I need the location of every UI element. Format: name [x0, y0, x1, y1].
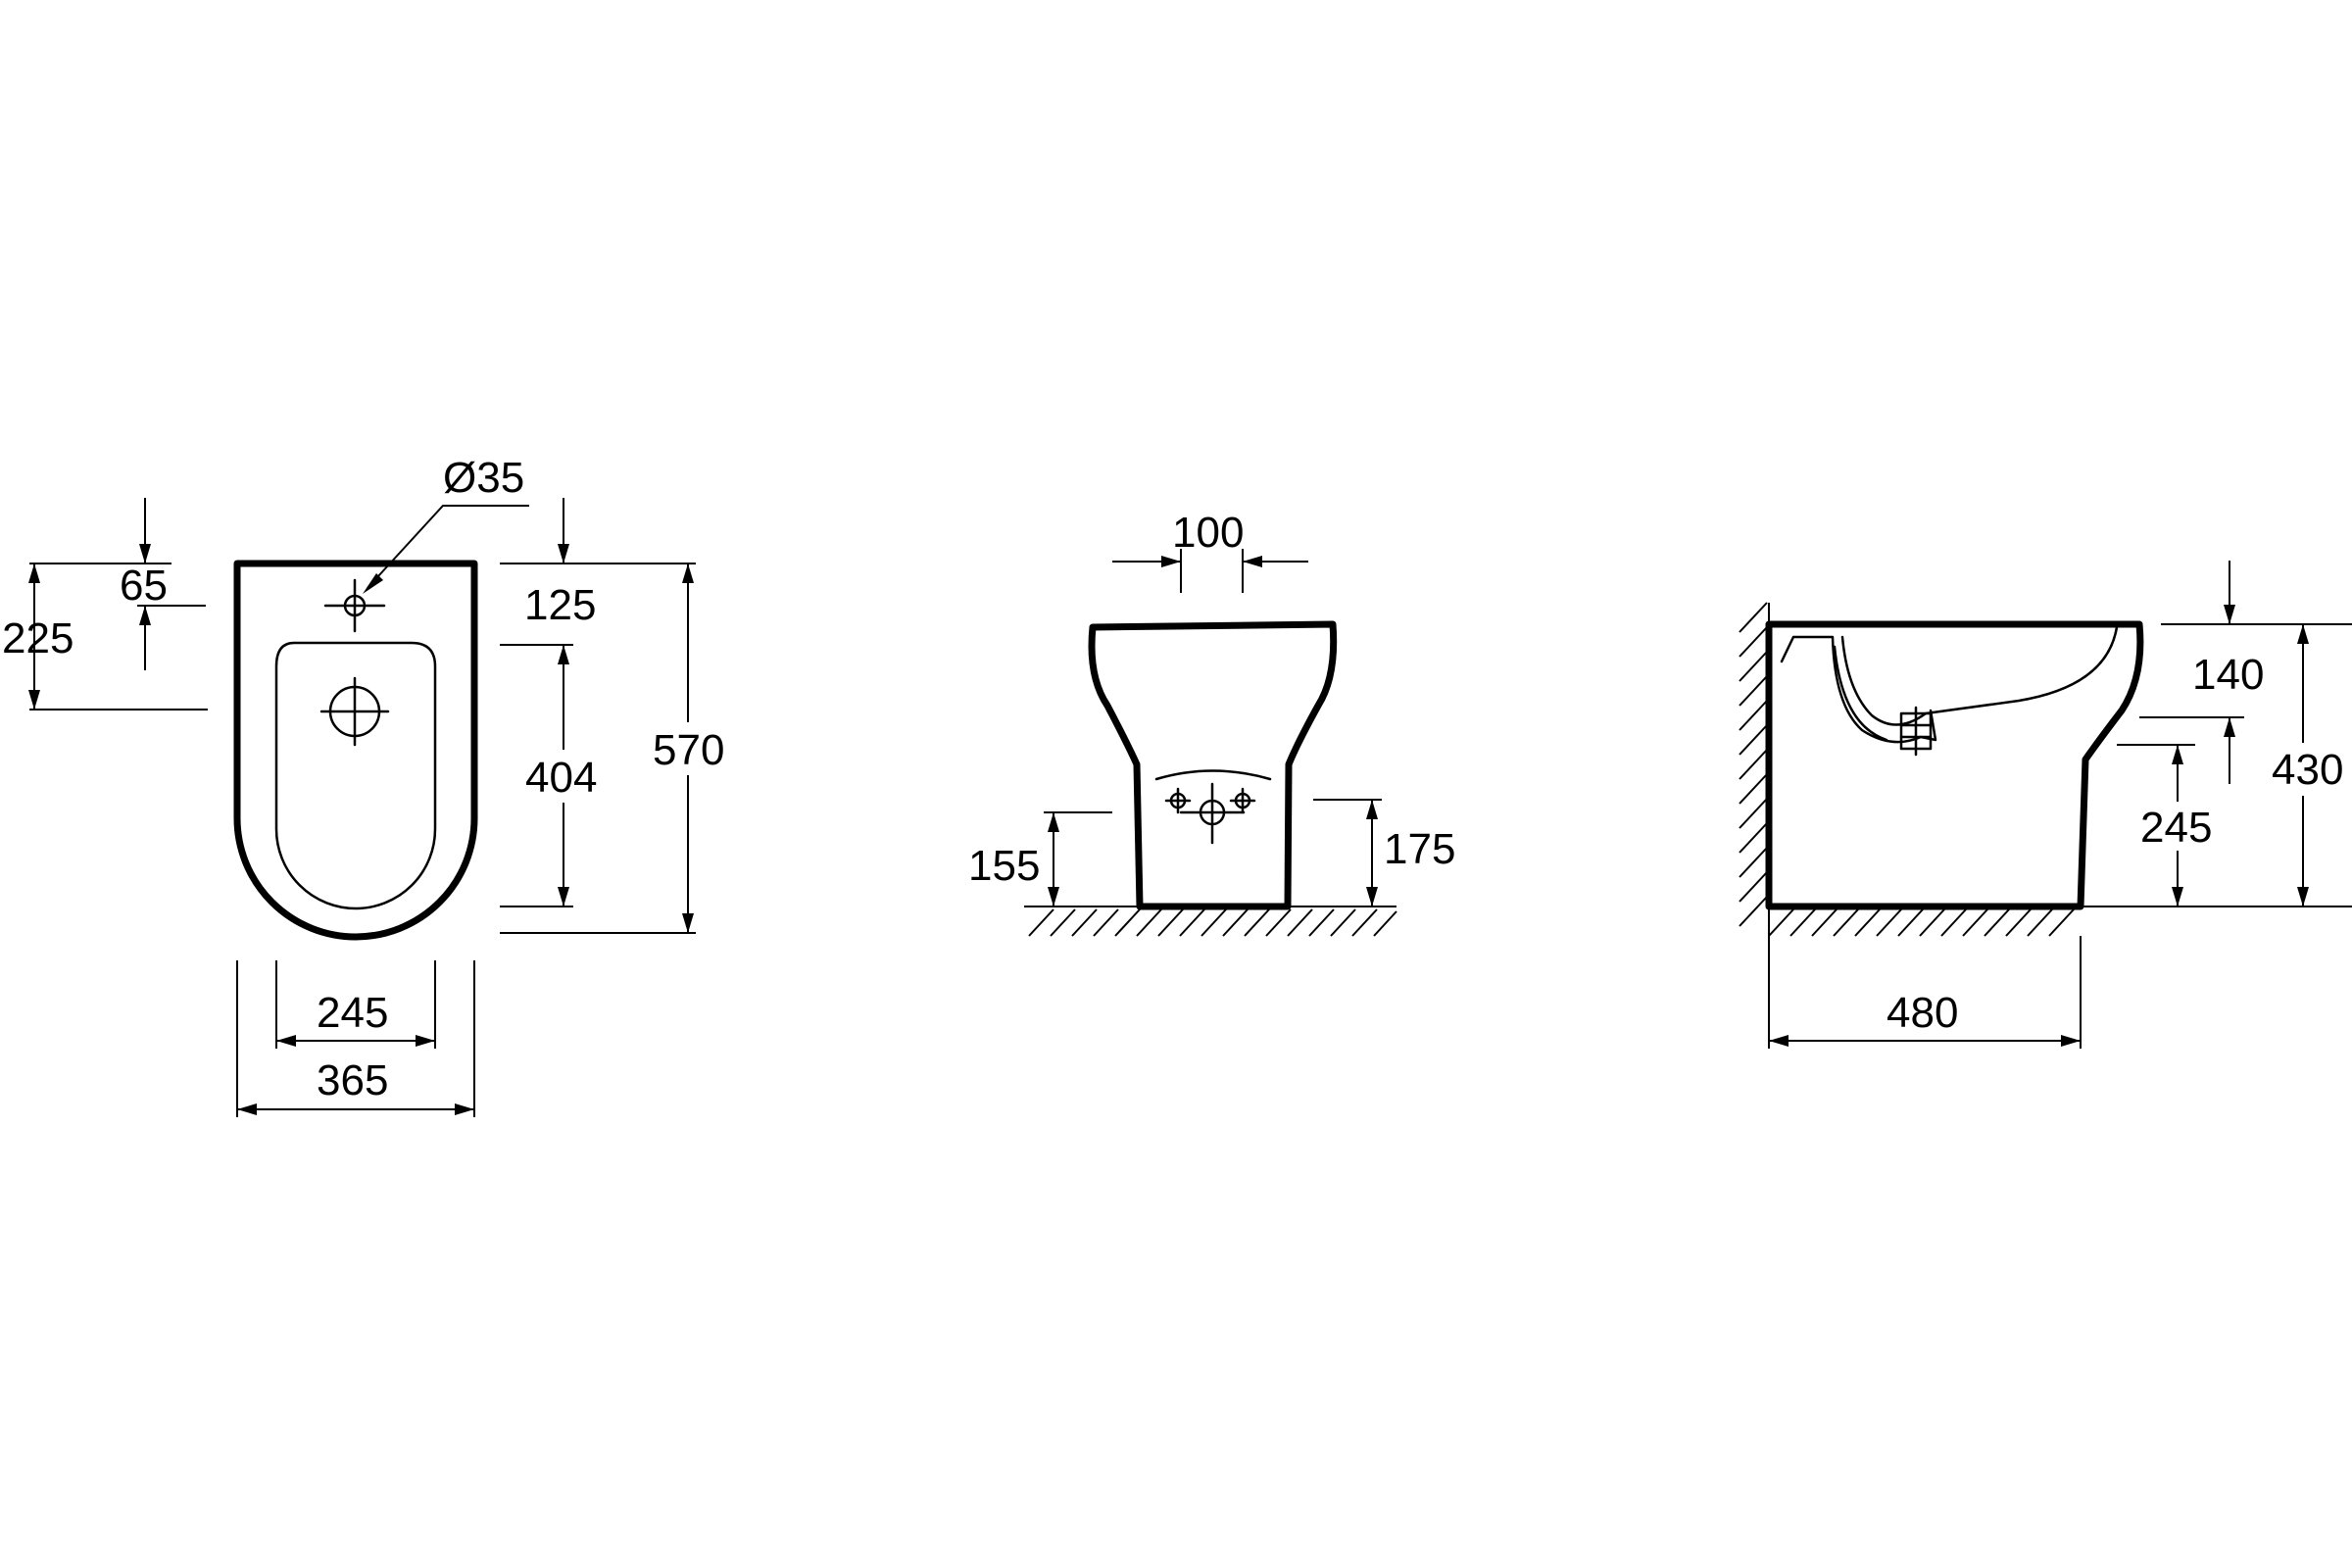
- side-view-wall: [1739, 602, 1770, 936]
- dimension-65: 65: [29, 498, 206, 670]
- front-view-fixing-right: [1229, 787, 1256, 814]
- side-view-floor: [1768, 906, 2352, 937]
- top-view-bowl-outline: [274, 641, 437, 910]
- drain-symbol: [319, 676, 390, 747]
- side-view: 140 245 430 480: [1739, 561, 2352, 1049]
- dimension-245-side: 245: [2117, 744, 2223, 906]
- dimension-label-245-top: 245: [317, 989, 388, 1037]
- front-view-rim-line: [1154, 769, 1272, 781]
- dimension-480: 480: [1768, 936, 2082, 1049]
- top-view-body-outline: [233, 560, 478, 941]
- dimension-label-365: 365: [317, 1056, 388, 1104]
- front-view-floor: [1024, 906, 1397, 937]
- dimension-label-155: 155: [968, 842, 1040, 890]
- front-view: 100 155 175: [968, 509, 1455, 937]
- front-view-body-outline: [1088, 620, 1338, 910]
- dimension-404: 404: [500, 645, 608, 907]
- side-view-drain: [1899, 706, 1933, 757]
- dimension-155: 155: [968, 811, 1112, 906]
- dimension-label-125: 125: [524, 581, 596, 629]
- dimension-430: 430: [2270, 624, 2350, 906]
- dimension-label-480: 480: [1886, 989, 1958, 1037]
- dimension-570: 570: [500, 564, 735, 934]
- side-view-bowl-inner: [1840, 625, 2119, 726]
- dimension-label-100: 100: [1172, 509, 1244, 557]
- dimension-label-430: 430: [2272, 746, 2343, 794]
- dimension-245-top: 245: [275, 960, 436, 1049]
- dimension-label-225: 225: [2, 614, 74, 662]
- dimension-140: 140: [2139, 561, 2352, 784]
- front-view-fixing-left: [1164, 787, 1192, 814]
- dimension-225: 225: [2, 564, 208, 710]
- dimension-100: 100: [1112, 509, 1308, 593]
- dimension-125: 125: [500, 498, 696, 646]
- dimension-label-140: 140: [2192, 651, 2264, 699]
- top-view: Ø35 65 225 125: [2, 454, 735, 1117]
- side-view-trap: [1780, 635, 1937, 744]
- dimension-label-570: 570: [653, 726, 724, 774]
- dimension-365: 365: [236, 960, 475, 1117]
- dimension-label-404: 404: [525, 754, 597, 802]
- front-view-drain-symbol: [1179, 782, 1246, 845]
- dimension-diameter-35: Ø35: [363, 454, 529, 594]
- side-view-body-outline: [1765, 620, 2144, 910]
- dimension-label-245-side: 245: [2140, 804, 2212, 852]
- tap-hole-symbol: [323, 578, 386, 633]
- dimension-175: 175: [1313, 799, 1455, 906]
- dimension-label-65: 65: [120, 562, 168, 610]
- dimension-label-175: 175: [1384, 825, 1455, 873]
- dimension-label-diameter-35: Ø35: [443, 454, 524, 502]
